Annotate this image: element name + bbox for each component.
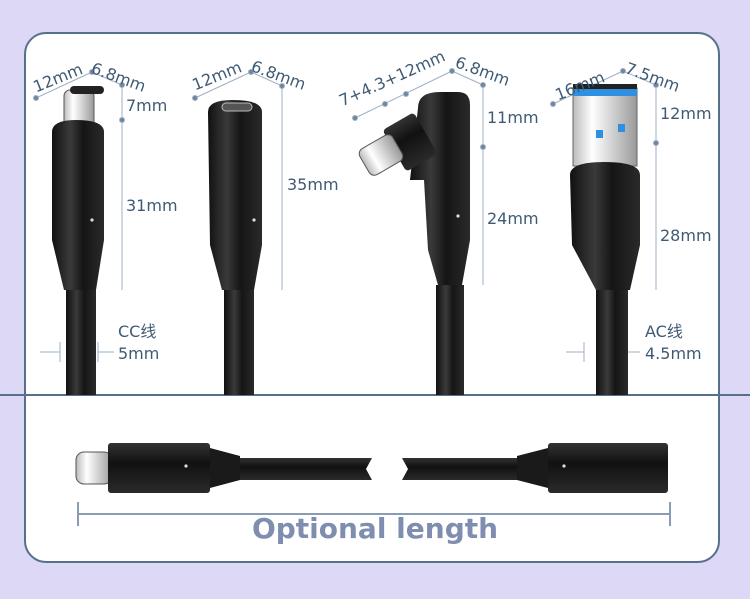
cable-full-length bbox=[75, 443, 668, 493]
c3-tip-label: 11mm bbox=[487, 108, 539, 127]
c1-tip-label: 7mm bbox=[126, 96, 168, 115]
c4-cable-type-label: AC线 bbox=[645, 322, 683, 341]
c4-cable-diameter-label: 4.5mm bbox=[645, 344, 702, 363]
optional-length-label: Optional length bbox=[251, 512, 499, 545]
usb-a-male-connector bbox=[570, 84, 640, 395]
c2-body-label: 35mm bbox=[287, 175, 339, 194]
usb-c-female-connector bbox=[208, 100, 262, 395]
usb-c-right-angle-connector bbox=[358, 92, 470, 395]
c4-body-label: 28mm bbox=[660, 226, 712, 245]
c1-cable-type-label: CC线 bbox=[118, 322, 157, 341]
c3-body-label: 24mm bbox=[487, 209, 539, 228]
c1-cable-diameter-label: 5mm bbox=[118, 344, 160, 363]
usb-c-male-connector bbox=[52, 86, 104, 395]
c4-tip-label: 12mm bbox=[660, 104, 712, 123]
c1-body-label: 31mm bbox=[126, 196, 178, 215]
section-divider bbox=[0, 394, 750, 396]
